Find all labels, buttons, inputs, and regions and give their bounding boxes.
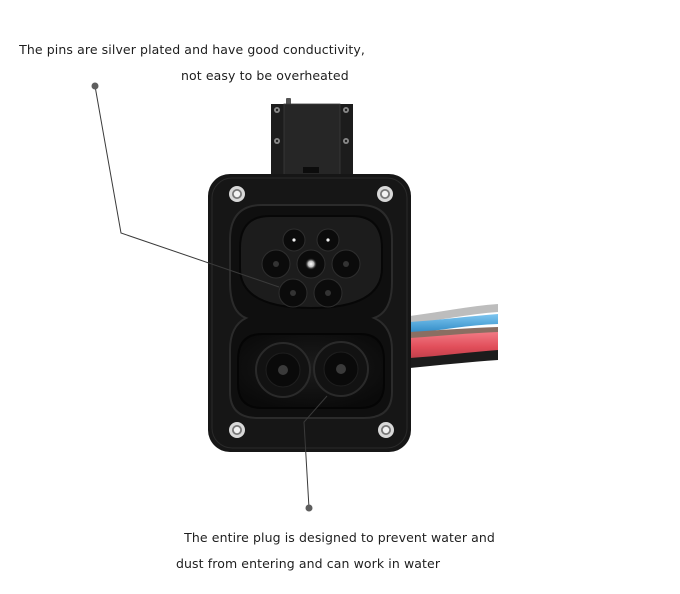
- callout-waterproof-text: The entire plug is designed to prevent w…: [176, 518, 495, 583]
- callout-marker-icon: [305, 504, 313, 512]
- callout-waterproof-line-1: The entire plug is designed to prevent w…: [184, 530, 495, 545]
- socket-housing: [208, 174, 411, 452]
- callout-waterproof-line-2: dust from entering and can work in water: [176, 556, 441, 571]
- callout-waterproof-leader: [303, 395, 328, 512]
- power-pin-icon: [255, 341, 369, 398]
- signal-pin-icon: [261, 228, 361, 308]
- callout-pins-text: The pins are silver plated and have good…: [11, 30, 365, 95]
- callout-marker-icon: [91, 82, 99, 90]
- mount-screw-icon: [229, 186, 394, 438]
- dc-power-socket: [237, 333, 385, 409]
- callout-pins-line-1: The pins are silver plated and have good…: [19, 42, 365, 57]
- callout-pins-leader: [91, 82, 280, 288]
- top-bracket: [271, 98, 353, 177]
- ac-signal-socket: [239, 215, 383, 310]
- callout-pins-line-2: not easy to be overheated: [181, 68, 349, 83]
- cable-bundle: [410, 304, 498, 368]
- bracket-screw-icon: [274, 107, 349, 144]
